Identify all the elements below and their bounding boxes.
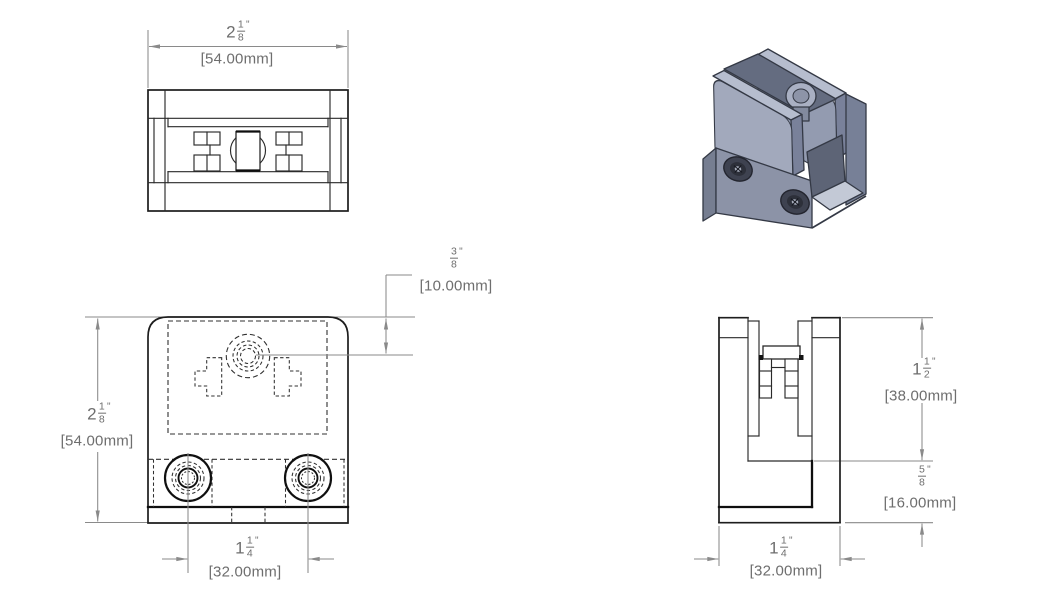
top-view	[147, 89, 349, 212]
iso-screw-head-left	[723, 156, 753, 182]
isometric-view	[702, 48, 867, 229]
dim-value: 2	[226, 22, 236, 42]
inch-mark: "	[927, 464, 931, 476]
dim-front-height-mm: [54.00mm]	[60, 432, 134, 450]
inch-mark: "	[789, 535, 793, 547]
dim-side-width-mm: [32.00mm]	[749, 562, 823, 580]
dim-side-base-height-mm: [16.00mm]	[883, 494, 957, 512]
inch-mark: "	[246, 19, 250, 31]
dim-front-hole-spacing-mm: [32.00mm]	[208, 563, 282, 581]
front-view	[146, 316, 413, 573]
inch-mark: "	[107, 401, 111, 413]
dim-top-width-mm: [54.00mm]	[200, 50, 274, 68]
dim-screw-offset-mm: [10.00mm]	[419, 277, 493, 295]
iso-screw-head-right	[780, 189, 810, 215]
dim-side-slot-depth-mm: [38.00mm]	[884, 387, 958, 405]
inch-mark: "	[255, 535, 259, 547]
inch-mark: "	[459, 246, 463, 258]
side-view	[717, 316, 841, 524]
inch-mark: "	[932, 356, 936, 368]
iso-right-wall	[845, 93, 867, 206]
iso-clamp-screw	[785, 81, 817, 122]
iso-channel-floor	[811, 180, 864, 211]
